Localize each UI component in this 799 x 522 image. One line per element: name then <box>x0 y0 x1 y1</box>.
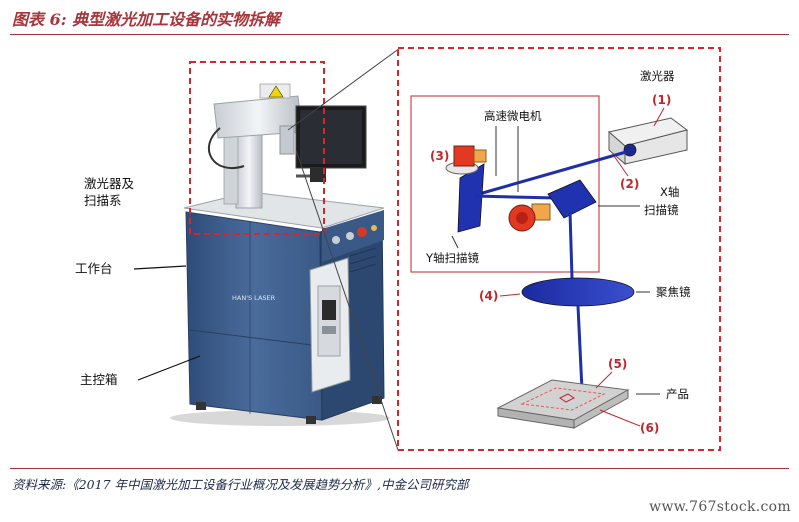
laser-machine: HAN'S LASER <box>170 61 390 426</box>
leader-6 <box>599 409 641 427</box>
label-x-mirror-line2: 扫描镜 <box>644 203 679 217</box>
beam-laser-to-y <box>471 150 627 198</box>
laser-source <box>607 117 689 166</box>
number-5: (5) <box>608 357 627 371</box>
leader-4 <box>499 293 521 297</box>
label-x-mirror-line1: X轴 <box>660 185 679 199</box>
beam-lens-to-product <box>576 305 584 391</box>
label-motor: 高速微电机 <box>484 109 542 123</box>
x-mirror <box>547 179 597 219</box>
leader-5 <box>595 371 613 389</box>
label-laser-scan-line2: 扫描系 <box>84 193 122 208</box>
number-3: (3) <box>430 149 449 163</box>
label-y-mirror: Y轴扫描镜 <box>425 251 480 265</box>
beam-x-to-lens <box>568 211 574 279</box>
y-mirror-leader <box>451 235 459 249</box>
zoom-line-bottom <box>295 149 399 451</box>
number-1: (1) <box>652 93 671 107</box>
number-4: (4) <box>479 289 498 303</box>
workbench-leader <box>133 265 187 270</box>
figure-title: 图表 6: 典型激光加工设备的实物拆解 <box>12 10 281 29</box>
label-control-box: 主控箱 <box>80 372 118 387</box>
watermark: www.767stock.com <box>649 499 791 515</box>
number-2: (2) <box>620 177 639 191</box>
zoom-line-top <box>287 47 401 131</box>
label-laser: 激光器 <box>640 69 675 83</box>
beam-y-to-x <box>473 194 557 200</box>
label-laser-scan-line1: 激光器及 <box>84 176 135 191</box>
x-motor <box>508 203 551 232</box>
schematic-dashed-box <box>397 47 721 451</box>
leader-1 <box>653 107 665 127</box>
number-6: (6) <box>640 421 659 435</box>
label-focus-lens: 聚焦镜 <box>656 285 691 299</box>
brand-text: HAN'S LASER <box>232 294 276 302</box>
label-product: 产品 <box>666 387 689 401</box>
product-plate <box>496 379 630 429</box>
control-box-leader <box>137 355 201 381</box>
scanner-inner-box <box>410 95 600 273</box>
y-motor <box>445 145 487 175</box>
bottom-rule <box>10 468 789 469</box>
head-highlight-box <box>189 61 325 235</box>
top-rule <box>10 34 789 35</box>
figure-source: 资料来源:《2017 年中国激光加工设备行业概况及发展趋势分析》,中金公司研究部 <box>12 477 469 492</box>
focus-lens <box>521 277 635 307</box>
leader-2 <box>613 155 629 177</box>
label-workbench: 工作台 <box>75 261 113 276</box>
